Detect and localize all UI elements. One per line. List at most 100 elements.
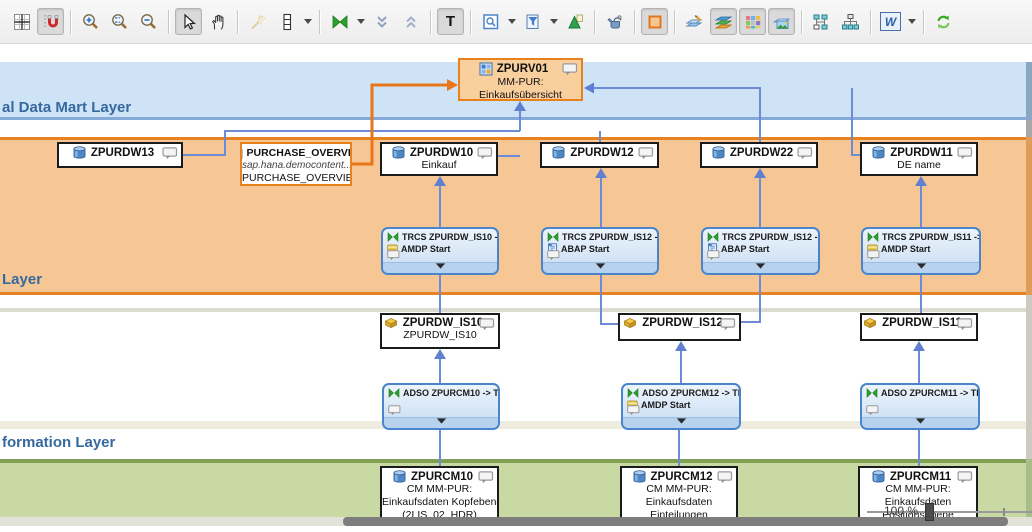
toolbar-separator <box>923 9 924 34</box>
select-tool-button[interactable] <box>175 8 202 35</box>
tree-layout-button[interactable] <box>837 8 864 35</box>
comment-icon[interactable] <box>717 471 733 484</box>
fill-tool-button[interactable] <box>601 8 628 35</box>
org-chart-button[interactable] <box>808 8 835 35</box>
node-zpurdw11[interactable]: ZPURDW11 DE name <box>860 142 978 176</box>
node-zpurdw10[interactable]: ZPURDW10 Einkauf <box>380 142 498 176</box>
collapse-all-button[interactable] <box>368 8 395 35</box>
node-zpurv01[interactable]: ZPURV01 MM-PUR: Einkaufsübersicht <box>458 58 583 101</box>
node-transformation-cm10[interactable]: ADSO ZPURCM10 -> TRCS ZP... <box>382 383 500 430</box>
snap-to-grid-button[interactable] <box>37 8 64 35</box>
node-description: DE name <box>897 159 941 171</box>
zoom-in-button[interactable] <box>77 8 104 35</box>
comment-icon[interactable] <box>957 147 973 160</box>
transformation-title: TRCS ZPURDW_IS12 -> ADSO... <box>562 232 657 242</box>
refresh-button[interactable] <box>930 8 957 35</box>
export-word-button[interactable]: W <box>877 8 904 35</box>
zoom-slider-handle[interactable] <box>925 503 934 521</box>
text-tool-button[interactable]: T <box>437 8 464 35</box>
node-zpurdw-is10[interactable]: ZPURDW_IS10 ZPURDW_IS10 <box>380 313 500 349</box>
zoom-out-button[interactable] <box>135 8 162 35</box>
comment-icon[interactable] <box>479 318 495 331</box>
comment-icon[interactable] <box>478 471 494 484</box>
toolbar-separator <box>594 9 595 34</box>
expand-collapse-bar[interactable] <box>384 417 498 428</box>
hierarchy-view-button[interactable] <box>561 8 588 35</box>
expand-collapse-bar[interactable] <box>703 262 818 273</box>
node-transformation-is12-b[interactable]: TRCS ZPURDW_IS12 -> ADSO... ABAP Start <box>701 227 820 275</box>
transformation-subtitle: AMDP Start <box>881 243 931 254</box>
comment-icon[interactable] <box>562 63 578 76</box>
horizontal-scrollbar-thumb[interactable] <box>343 517 1008 526</box>
rows-layout-button[interactable] <box>273 8 300 35</box>
vertical-scrollbar[interactable] <box>1026 295 1032 459</box>
add-transformation-dropdown[interactable] <box>354 8 367 35</box>
comment-icon[interactable] <box>707 250 720 261</box>
node-package: sap.hana.democontent.... <box>242 160 350 171</box>
node-transformation-cm12[interactable]: ADSO ZPURCM12 -> TRCS ZP... AMDP Start <box>621 383 741 430</box>
comment-icon[interactable] <box>627 405 640 416</box>
comment-icon[interactable] <box>387 250 400 261</box>
expand-collapse-bar[interactable] <box>543 262 657 273</box>
add-transformation-button[interactable] <box>326 8 353 35</box>
comment-icon[interactable] <box>957 471 973 484</box>
node-zpurdw22[interactable]: ZPURDW22 <box>700 142 818 168</box>
node-transformation-is12-a[interactable]: TRCS ZPURDW_IS12 -> ADSO... ABAP Start <box>541 227 659 275</box>
show-layers-button[interactable] <box>710 8 737 35</box>
pan-tool-button[interactable] <box>204 8 231 35</box>
comment-icon[interactable] <box>388 405 401 416</box>
comment-icon[interactable] <box>957 318 973 331</box>
toggle-grid-button[interactable] <box>8 8 35 35</box>
node-title: ZPURCM10 <box>411 470 473 483</box>
node-zpurdw12[interactable]: ZPURDW12 <box>540 142 659 168</box>
filter-button[interactable] <box>519 8 546 35</box>
word-export-icon: W <box>880 12 901 31</box>
rows-layout-dropdown[interactable] <box>301 8 314 35</box>
comment-icon[interactable] <box>477 147 493 160</box>
auto-layout-button[interactable] <box>244 8 271 35</box>
comment-icon[interactable] <box>547 250 560 261</box>
node-zpurdw13[interactable]: ZPURDW13 <box>57 142 183 168</box>
expand-all-button[interactable] <box>397 8 424 35</box>
comment-icon[interactable] <box>720 318 736 331</box>
expand-collapse-bar[interactable] <box>383 262 497 273</box>
comment-icon[interactable] <box>162 147 178 160</box>
zoom-out-icon <box>141 14 156 29</box>
export-word-dropdown[interactable] <box>905 8 918 35</box>
vertical-scrollbar[interactable] <box>1026 62 1032 120</box>
node-transformation-is10[interactable]: TRCS ZPURDW_IS10 -> ADSO... AMDP Start <box>381 227 499 275</box>
vertical-scrollbar[interactable] <box>1026 120 1032 137</box>
expand-collapse-bar[interactable] <box>863 262 979 273</box>
node-zpurdw-is12[interactable]: ZPURDW_IS12 <box>618 313 741 341</box>
comment-icon[interactable] <box>638 147 654 160</box>
zoom-level-label: 100 % <box>884 504 919 518</box>
expand-collapse-bar[interactable] <box>862 417 978 428</box>
color-palette-button[interactable] <box>739 8 766 35</box>
layer-background-button[interactable] <box>768 8 795 35</box>
node-purchase-overview[interactable]: PURCHASE_OVERVI... sap.hana.democontent.… <box>240 142 352 186</box>
node-zpurdw-is11[interactable]: ZPURDW_IS11 <box>860 313 978 341</box>
filter-dropdown[interactable] <box>547 8 560 35</box>
comment-icon[interactable] <box>867 250 880 261</box>
node-transformation-is11[interactable]: TRCS ZPURDW_IS11 -> ADSO... AMDP Start <box>861 227 981 275</box>
org-chart-icon <box>813 14 828 29</box>
comment-icon[interactable] <box>866 405 879 416</box>
expand-collapse-bar[interactable] <box>623 417 739 428</box>
zoom-fit-button[interactable] <box>106 8 133 35</box>
highlight-layer-button[interactable] <box>641 8 668 35</box>
vertical-scrollbar[interactable] <box>1026 137 1032 295</box>
palette-icon <box>745 15 760 28</box>
adso-icon <box>632 470 647 483</box>
find-button[interactable] <box>477 8 504 35</box>
zoom-slider-track[interactable] <box>867 511 1032 513</box>
node-transformation-cm11[interactable]: ADSO ZPURCM11 -> TRCS ZP... <box>860 383 980 430</box>
infosource-icon <box>383 317 399 329</box>
adso-icon <box>391 146 406 159</box>
triangle-down-icon <box>595 263 606 269</box>
vertical-scrollbar[interactable] <box>1026 459 1032 532</box>
comment-icon[interactable] <box>797 147 813 160</box>
transformation-subtitle: AMDP Start <box>401 243 451 254</box>
edit-layers-button[interactable] <box>681 8 708 35</box>
find-dropdown[interactable] <box>505 8 518 35</box>
node-title: ZPURDW10 <box>409 146 474 159</box>
